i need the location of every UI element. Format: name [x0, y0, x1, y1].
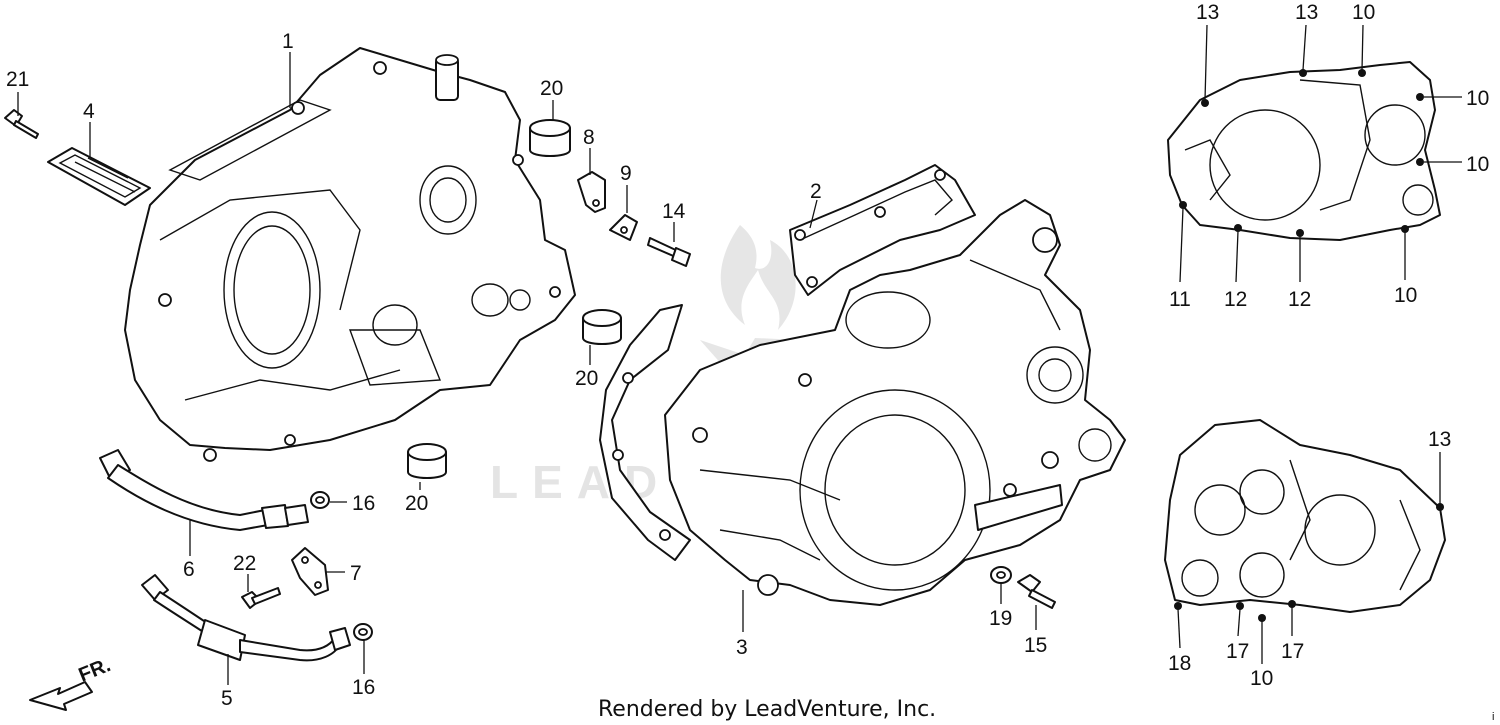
callout-8: 8: [583, 126, 595, 149]
callout-16-upper: 16: [352, 492, 375, 515]
callout-5: 5: [221, 687, 233, 710]
callout-10-upper-bottom: 10: [1394, 284, 1417, 307]
callout-10-upper-right-b: 10: [1466, 153, 1489, 176]
callout-6: 6: [183, 558, 195, 581]
callout-12-a: 12: [1224, 288, 1247, 311]
plate-7: [291, 547, 329, 596]
callout-9: 9: [620, 162, 632, 185]
washer-16b: [353, 623, 373, 641]
callout-20-mid: 20: [575, 367, 598, 390]
callout-10-upper-right-a: 10: [1466, 87, 1489, 110]
callout-1: 1: [282, 30, 294, 53]
bolt-14: [647, 237, 691, 267]
fr-label: FR.: [76, 654, 114, 686]
lower-cover-gasket: [1164, 419, 1446, 622]
callout-22: 22: [233, 552, 256, 575]
washer-16a: [310, 491, 330, 509]
callout-3: 3: [736, 636, 748, 659]
callout-12-b: 12: [1288, 288, 1311, 311]
callout-20-top: 20: [540, 77, 563, 100]
washer-9: [609, 214, 638, 241]
callout-21: 21: [6, 68, 29, 91]
callout-13-upper-mid: 13: [1295, 1, 1318, 24]
gasket-strip: [599, 304, 691, 561]
dowel-pins: [407, 119, 622, 479]
corner-mark: i: [1492, 711, 1494, 723]
left-crankcase: [124, 47, 576, 462]
bolt-22: [241, 587, 281, 609]
callout-7: 7: [350, 562, 362, 585]
upper-cover-gasket: [1167, 61, 1441, 241]
callout-17-b: 17: [1281, 640, 1304, 663]
right-crankcase: [664, 199, 1126, 606]
callout-10-lower: 10: [1250, 667, 1273, 690]
hose-6: [99, 449, 309, 531]
oil-strainer-screen: [47, 147, 151, 206]
washer-19: [990, 566, 1012, 584]
rendered-by-footer: Rendered by LeadVenture, Inc.: [598, 697, 936, 722]
front-direction-arrow: FR.: [29, 654, 114, 711]
pipe-5: [141, 574, 351, 662]
bolt-21: [4, 109, 39, 139]
callout-14: 14: [662, 200, 686, 223]
callout-11: 11: [1169, 288, 1191, 311]
callout-13-upper-left: 13: [1196, 1, 1219, 24]
bolt-15: [1017, 574, 1056, 609]
callout-17-a: 17: [1226, 640, 1249, 663]
callout-13-lower: 13: [1428, 428, 1451, 451]
callout-20-low: 20: [405, 492, 428, 515]
plate-8: [577, 171, 606, 213]
callout-10-upper-top: 10: [1352, 1, 1375, 24]
gasket-2: [789, 164, 976, 296]
callout-16-lower: 16: [352, 676, 375, 699]
callout-4: 4: [83, 100, 95, 123]
callout-19: 19: [989, 607, 1012, 630]
callout-labels: 1 4 21 20 8 9 14 2 20 20 16 6 7 22 5 16 …: [6, 1, 1489, 710]
callout-18: 18: [1168, 652, 1191, 675]
callout-15: 15: [1024, 634, 1047, 657]
leader-lines: [17, 24, 1462, 685]
callout-2: 2: [810, 180, 822, 203]
